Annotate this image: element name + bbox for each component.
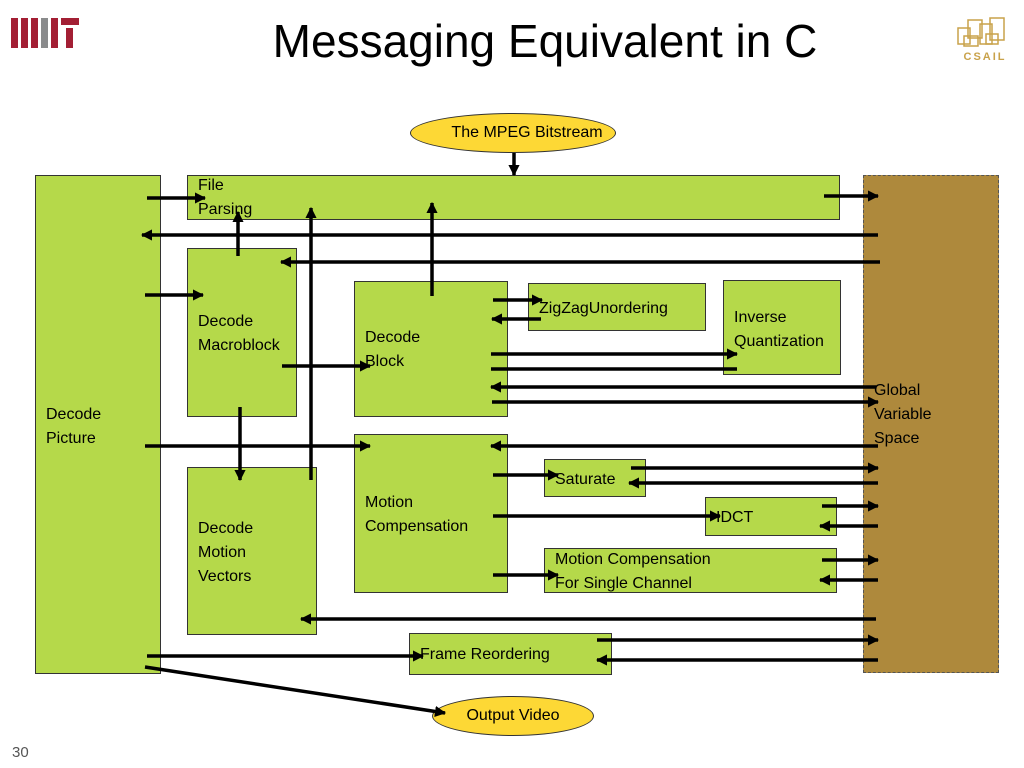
zigzag-box: ZigZagUnordering (528, 283, 706, 331)
motion-compensation-label: Motion Compensation (365, 494, 469, 535)
output-video-oval: Output Video (432, 696, 594, 736)
file-parsing-box: File Parsing (187, 175, 840, 220)
mpeg-bitstream-oval: The MPEG Bitstream (410, 113, 616, 153)
decode-macroblock-label: Decode Macroblock (198, 313, 280, 354)
global-variable-space-label: Global Variable Space (874, 382, 932, 447)
arrow-picture-to-output (144, 665, 447, 718)
frame-reordering-label: Frame Reordering (420, 646, 550, 663)
decode-macroblock-box: Decode Macroblock (187, 248, 297, 417)
decode-picture-box: Decode Picture (35, 175, 161, 674)
mpeg-bitstream-label: The MPEG Bitstream (451, 124, 603, 141)
global-variable-space: Global Variable Space (863, 175, 999, 673)
csail-logo-text: CSAIL (964, 51, 1007, 63)
decode-motion-vectors-label: Decode Motion Vectors (198, 520, 254, 585)
idct-box: IDCT (705, 497, 837, 536)
decode-block-label: Decode Block (365, 329, 421, 370)
decode-picture-label: Decode Picture (46, 406, 102, 447)
idct-label: IDCT (716, 509, 754, 526)
zigzag-label: ZigZagUnordering (539, 300, 668, 317)
mc-single-channel-box: Motion Compensation For Single Channel (544, 548, 837, 593)
page-number: 30 (12, 744, 29, 761)
output-video-label: Output Video (466, 707, 560, 724)
slide-title: Messaging Equivalent in C (272, 15, 818, 67)
inverse-quantization-label: Inverse Quantization (734, 309, 824, 350)
saturate-label: Saturate (555, 471, 616, 488)
mit-logo (11, 16, 81, 55)
decode-motion-vectors-box: Decode Motion Vectors (187, 467, 317, 635)
csail-logo: CSAIL (952, 14, 1018, 69)
mc-single-channel-label: Motion Compensation For Single Channel (555, 551, 711, 592)
motion-compensation-box: Motion Compensation (354, 434, 508, 593)
frame-reordering-box: Frame Reordering (409, 633, 612, 675)
inverse-quantization-box: Inverse Quantization (723, 280, 841, 375)
